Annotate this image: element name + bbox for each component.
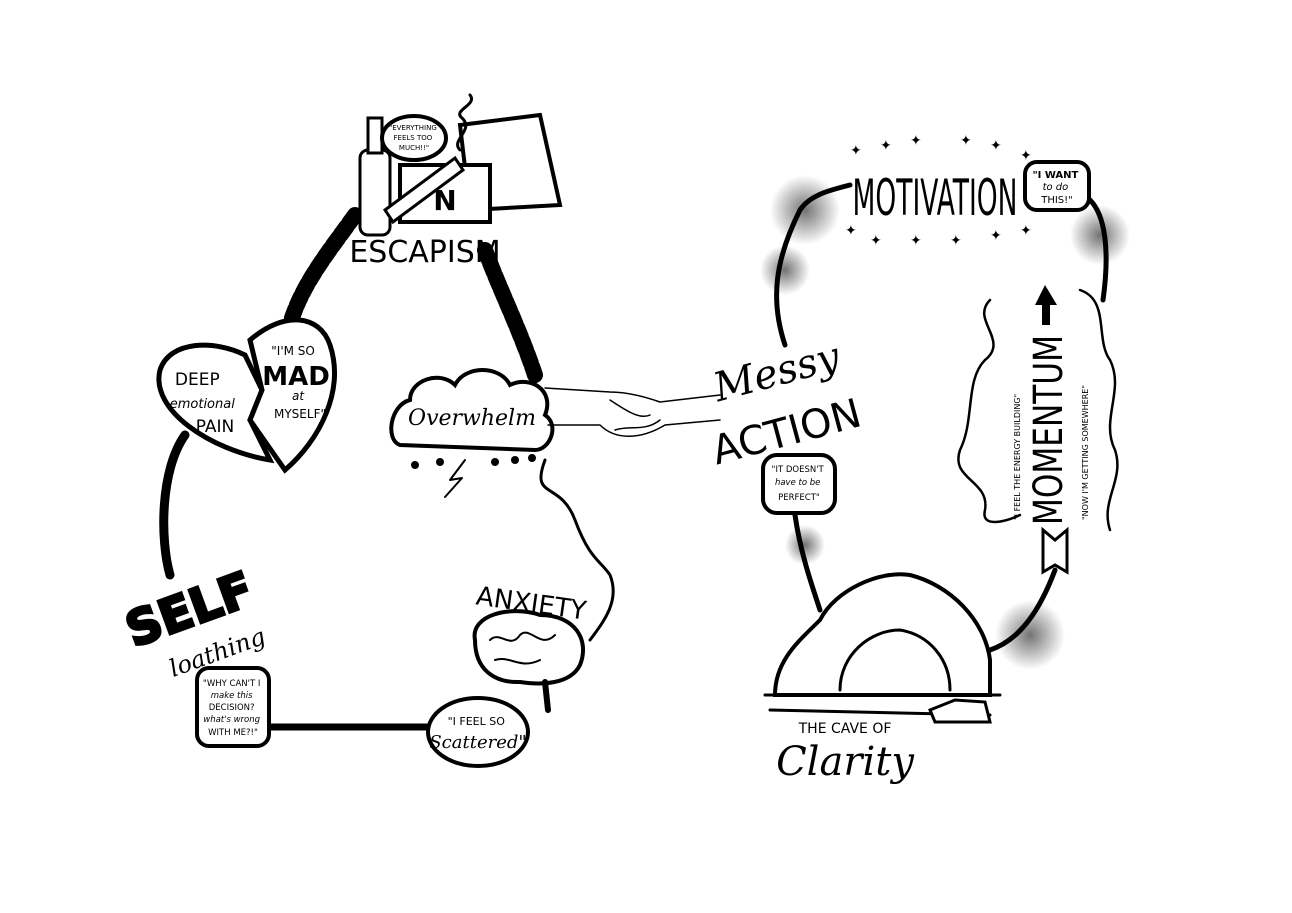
self-loathing-bubble-text: "WHY CAN'T I make this DECISION? what's … [203, 679, 263, 738]
svg-text:✦: ✦ [850, 143, 862, 159]
svg-text:✦: ✦ [990, 228, 1002, 244]
motivation-title: MOTIVATION [853, 169, 1018, 227]
escapism-group: N "EVERYTHING FEELS TOO MUCH!!" ESCAPISM [349, 93, 563, 270]
motivation-group: MOTIVATION ✦ ✦ ✦ ✦ ✦ ✦ ✦ ✦ ✦ ✦ ✦ ✦ "I WANT to do T… [845, 133, 1091, 249]
svg-text:✦: ✦ [845, 223, 857, 239]
rope-right [477, 242, 543, 383]
anxiety-bubble [426, 696, 530, 768]
cave-title-large: Clarity [776, 739, 915, 785]
heart-right-text: "I'M SO MAD at MYSELF" [262, 344, 333, 421]
lightning-icon [444, 459, 466, 498]
motivation-bubble [1023, 160, 1091, 212]
momentum-quote-left: "I FEEL THE ENERGY BUILDING" [1013, 394, 1022, 520]
arrow-up-icon [1035, 285, 1057, 325]
handshake-icon [544, 387, 721, 437]
svg-text:✦: ✦ [1020, 223, 1032, 239]
raindrops [411, 454, 536, 469]
momentum-title: MOMENTUM [1026, 335, 1072, 525]
svg-text:✦: ✦ [1020, 148, 1032, 164]
svg-text:✦: ✦ [870, 233, 882, 249]
cave-title-small: THE CAVE OF [798, 721, 892, 737]
motivation-bubble-text: "I WANT to do THIS!" [1032, 170, 1081, 206]
arrow-fletching-icon [1041, 526, 1069, 575]
cave-group: THE CAVE OF Clarity [763, 572, 1002, 785]
self-loathing-group: SELF loathing "WHY CAN'T I make this DEC… [117, 560, 271, 748]
sparkle-glows [760, 175, 1130, 670]
escapism-title: ESCAPISM [349, 235, 500, 270]
bottle-icon [358, 148, 392, 237]
stars-icon: ✦ ✦ ✦ ✦ ✦ ✦ ✦ ✦ ✦ ✦ ✦ ✦ [845, 133, 1032, 249]
laptop-key: N [433, 184, 456, 217]
overwhelm-cloud: Overwhelm [389, 368, 555, 498]
overwhelm-title: Overwhelm [408, 406, 536, 431]
svg-text:✦: ✦ [880, 138, 892, 154]
line-anxiety-to-overwhelm [539, 458, 615, 642]
brain-icon [472, 609, 586, 686]
line-pain-to-self [159, 430, 190, 580]
svg-text:✦: ✦ [950, 233, 962, 249]
anxiety-group: ANXIETY "I FEEL SO Scattered" [426, 582, 588, 768]
svg-text:✦: ✦ [960, 133, 972, 149]
messy-action-bubble [761, 453, 837, 515]
smoke-icon [456, 93, 474, 152]
escapism-bubble-text: "EVERYTHING FEELS TOO MUCH!!" [389, 124, 439, 152]
momentum-quote-right: "NOW I'M GETTING SOMEWHERE" [1081, 385, 1090, 520]
heart-left-text: DEEP emotional PAIN [170, 370, 241, 437]
self-loathing-bubble [195, 666, 271, 748]
svg-text:✦: ✦ [990, 138, 1002, 154]
svg-text:✦: ✦ [910, 233, 922, 249]
cigarette-icon [382, 155, 466, 225]
anxiety-bubble-text: "I FEEL SO Scattered" [429, 715, 526, 753]
momentum-group: MOMENTUM "I FEEL THE ENERGY BUILDING" "N… [957, 285, 1119, 575]
messy-action-bubble-text: "IT DOESN'T have to be PERFECT" [772, 465, 827, 503]
rope-left [284, 207, 363, 326]
svg-text:✦: ✦ [910, 133, 922, 149]
messy-action-group: Messy ACTION "IT DOESN'T have to be PERF… [707, 333, 866, 515]
broken-heart: DEEP emotional PAIN "I'M SO MAD at MYSEL… [156, 317, 337, 474]
escapism-bubble [380, 114, 448, 162]
cave-icon [772, 572, 992, 697]
